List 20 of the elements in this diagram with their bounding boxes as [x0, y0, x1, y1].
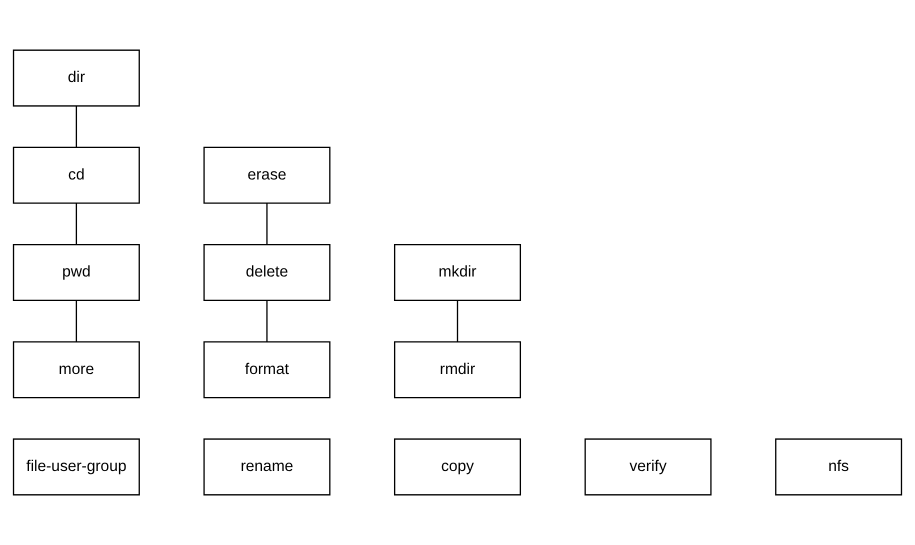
node-box: cd	[12, 146, 140, 204]
node-box: mkdir	[394, 244, 522, 302]
connector	[76, 300, 78, 342]
connector	[76, 106, 78, 148]
node-box: format	[203, 341, 330, 398]
node-box: more	[12, 341, 140, 398]
node-box: pwd	[12, 244, 140, 302]
node-box: delete	[203, 244, 330, 302]
node-box: rename	[203, 438, 330, 496]
node-box: file-user-group	[12, 438, 140, 496]
connector	[76, 203, 78, 245]
node-box: nfs	[775, 438, 902, 496]
node-box: verify	[584, 438, 712, 496]
node-box: dir	[12, 50, 140, 107]
node-box: erase	[203, 146, 330, 204]
node-box: rmdir	[394, 341, 522, 398]
connector	[456, 300, 458, 342]
connector	[266, 203, 268, 245]
connector	[266, 300, 268, 342]
node-box: copy	[394, 438, 522, 496]
